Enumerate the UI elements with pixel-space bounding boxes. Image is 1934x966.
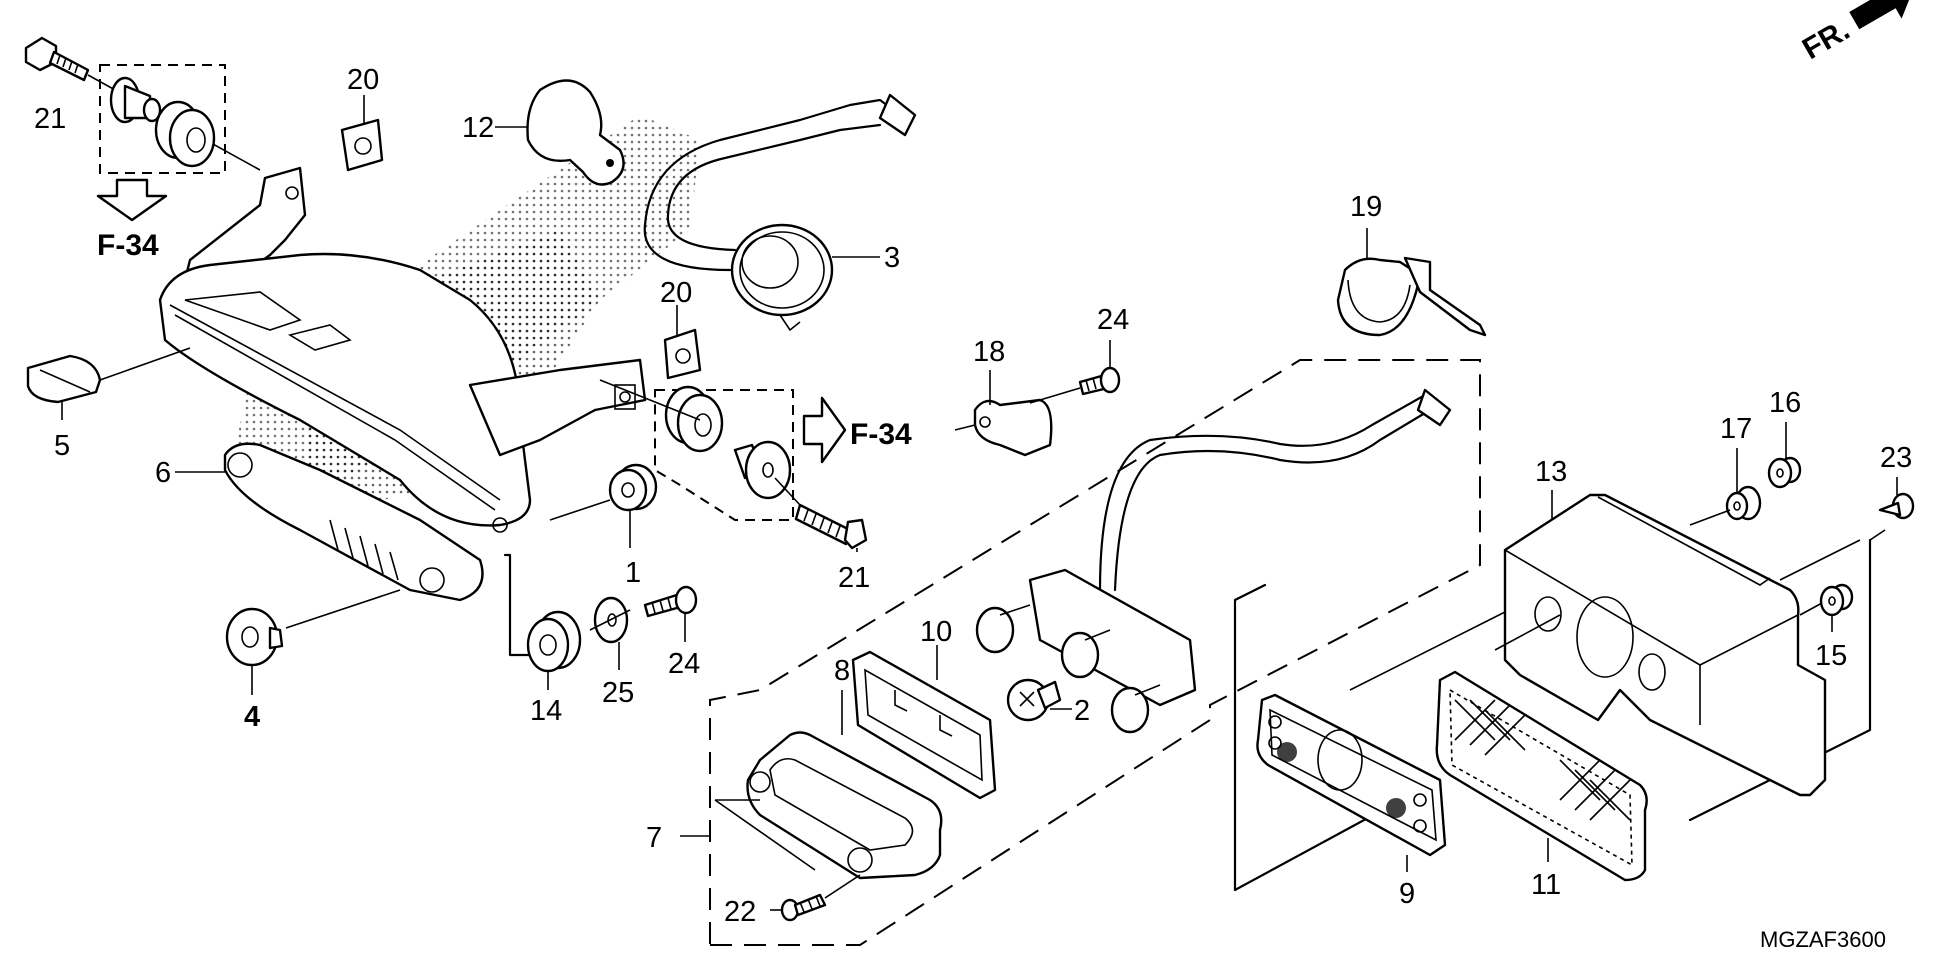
kit-boundary-7 bbox=[709, 359, 1481, 946]
leader-line bbox=[774, 477, 801, 506]
part-9-gasket[interactable] bbox=[1256, 693, 1447, 857]
callout-7[interactable]: 7 bbox=[646, 822, 662, 854]
bracket-line-9 bbox=[1233, 583, 1392, 892]
leader-line bbox=[503, 553, 532, 657]
part-8-lens-cover[interactable] bbox=[746, 731, 943, 880]
leader-line bbox=[824, 874, 861, 899]
leader-line bbox=[1349, 611, 1506, 691]
callout-6[interactable]: 6 bbox=[155, 457, 171, 489]
part-16-nut[interactable] bbox=[1767, 456, 1802, 489]
part-10-gasket[interactable] bbox=[851, 650, 997, 800]
part-20-nut-top[interactable] bbox=[340, 118, 384, 172]
front-direction-indicator: FR. bbox=[1797, 0, 1915, 66]
callout-19[interactable]: 19 bbox=[1350, 191, 1382, 223]
callout-21[interactable]: 21 bbox=[838, 562, 870, 594]
leader-line bbox=[1869, 529, 1886, 541]
part-20-nut-mid[interactable] bbox=[663, 328, 702, 380]
callout-17[interactable]: 17 bbox=[1720, 413, 1752, 445]
leader-line bbox=[99, 347, 191, 381]
leader-line bbox=[589, 609, 631, 631]
part-4-collar[interactable] bbox=[225, 607, 284, 667]
part-12-bulb[interactable] bbox=[526, 79, 625, 186]
part-2-bulb[interactable] bbox=[1006, 678, 1062, 722]
callout-3[interactable]: 3 bbox=[884, 242, 900, 274]
part-18-clamp[interactable] bbox=[973, 398, 1053, 457]
callout-9[interactable]: 9 bbox=[1399, 878, 1415, 910]
part-22-screw[interactable] bbox=[780, 893, 827, 922]
leader-line bbox=[714, 799, 816, 871]
callout-5[interactable]: 5 bbox=[54, 430, 70, 462]
part-21-bolt-top[interactable] bbox=[24, 36, 90, 82]
part-17-collar[interactable] bbox=[1725, 485, 1762, 521]
collar-mid[interactable] bbox=[733, 440, 792, 500]
part-19-cable-tie[interactable] bbox=[1336, 256, 1487, 337]
part-3-socket-harness[interactable] bbox=[643, 93, 917, 332]
collar-top[interactable] bbox=[109, 76, 162, 124]
callout-25[interactable]: 25 bbox=[602, 677, 634, 709]
part-13-housing[interactable] bbox=[1503, 493, 1827, 797]
leader-line bbox=[1689, 509, 1731, 526]
callout-13[interactable]: 13 bbox=[1535, 456, 1567, 488]
callout-22[interactable]: 22 bbox=[724, 896, 756, 928]
callout-18[interactable]: 18 bbox=[973, 336, 1005, 368]
leader-line bbox=[954, 424, 976, 431]
callout-10[interactable]: 10 bbox=[920, 616, 952, 648]
callout-2[interactable]: 2 bbox=[1074, 695, 1090, 727]
leader-line bbox=[549, 499, 611, 521]
grommet-mid[interactable] bbox=[664, 385, 724, 453]
kit-boundary-top bbox=[99, 64, 226, 174]
part-24-screw-mid[interactable] bbox=[1078, 366, 1121, 396]
bracket-line-right bbox=[1688, 538, 1872, 822]
callout-8[interactable]: 8 bbox=[834, 655, 850, 687]
hollow-arrow-right-icon bbox=[802, 396, 847, 464]
reference-label-f34-mid[interactable]: F-34 bbox=[850, 418, 912, 451]
part-11-reflector[interactable] bbox=[1435, 670, 1648, 882]
callout-14[interactable]: 14 bbox=[530, 695, 562, 727]
part-14-grommet[interactable] bbox=[526, 610, 582, 673]
callout-15[interactable]: 15 bbox=[1815, 640, 1847, 672]
lamp-unit[interactable] bbox=[158, 166, 647, 602]
leader-line bbox=[599, 379, 701, 421]
callout-1[interactable]: 1 bbox=[625, 557, 641, 589]
front-direction-label: FR. bbox=[1797, 13, 1855, 66]
arrow-up-right-icon bbox=[1849, 0, 1915, 30]
part-15-nut[interactable] bbox=[1819, 583, 1854, 617]
leader-line bbox=[1799, 602, 1823, 616]
callout-21[interactable]: 21 bbox=[34, 103, 66, 135]
hollow-arrow-down-icon bbox=[96, 178, 168, 222]
callout-20[interactable]: 20 bbox=[660, 277, 692, 309]
diagram-code: MGZAF3600 bbox=[1760, 927, 1886, 952]
part-21-bolt-mid[interactable] bbox=[794, 503, 868, 550]
callout-4[interactable]: 4 bbox=[244, 701, 260, 733]
leader-line bbox=[1494, 614, 1561, 651]
leader-line bbox=[285, 589, 401, 629]
callout-16[interactable]: 16 bbox=[1769, 387, 1801, 419]
reference-label-f34-top[interactable]: F-34 bbox=[97, 229, 159, 262]
callout-20[interactable]: 20 bbox=[347, 64, 379, 96]
part-1-grommet[interactable] bbox=[608, 463, 658, 512]
callout-24[interactable]: 24 bbox=[1097, 304, 1129, 336]
part-5-reflector[interactable] bbox=[26, 354, 102, 404]
callout-24[interactable]: 24 bbox=[668, 648, 700, 680]
license-light-harness[interactable] bbox=[1098, 388, 1452, 592]
part-24-screw-low[interactable] bbox=[643, 585, 698, 618]
part-23-screw[interactable] bbox=[1878, 492, 1915, 520]
callout-23[interactable]: 23 bbox=[1880, 442, 1912, 474]
leader-line bbox=[1779, 539, 1861, 581]
callout-12[interactable]: 12 bbox=[462, 112, 494, 144]
leader-line bbox=[1029, 387, 1081, 404]
grommet-top[interactable] bbox=[154, 100, 216, 168]
license-light-socket[interactable] bbox=[975, 568, 1197, 734]
kit-boundary-mid bbox=[654, 389, 794, 521]
callout-11[interactable]: 11 bbox=[1531, 869, 1561, 901]
